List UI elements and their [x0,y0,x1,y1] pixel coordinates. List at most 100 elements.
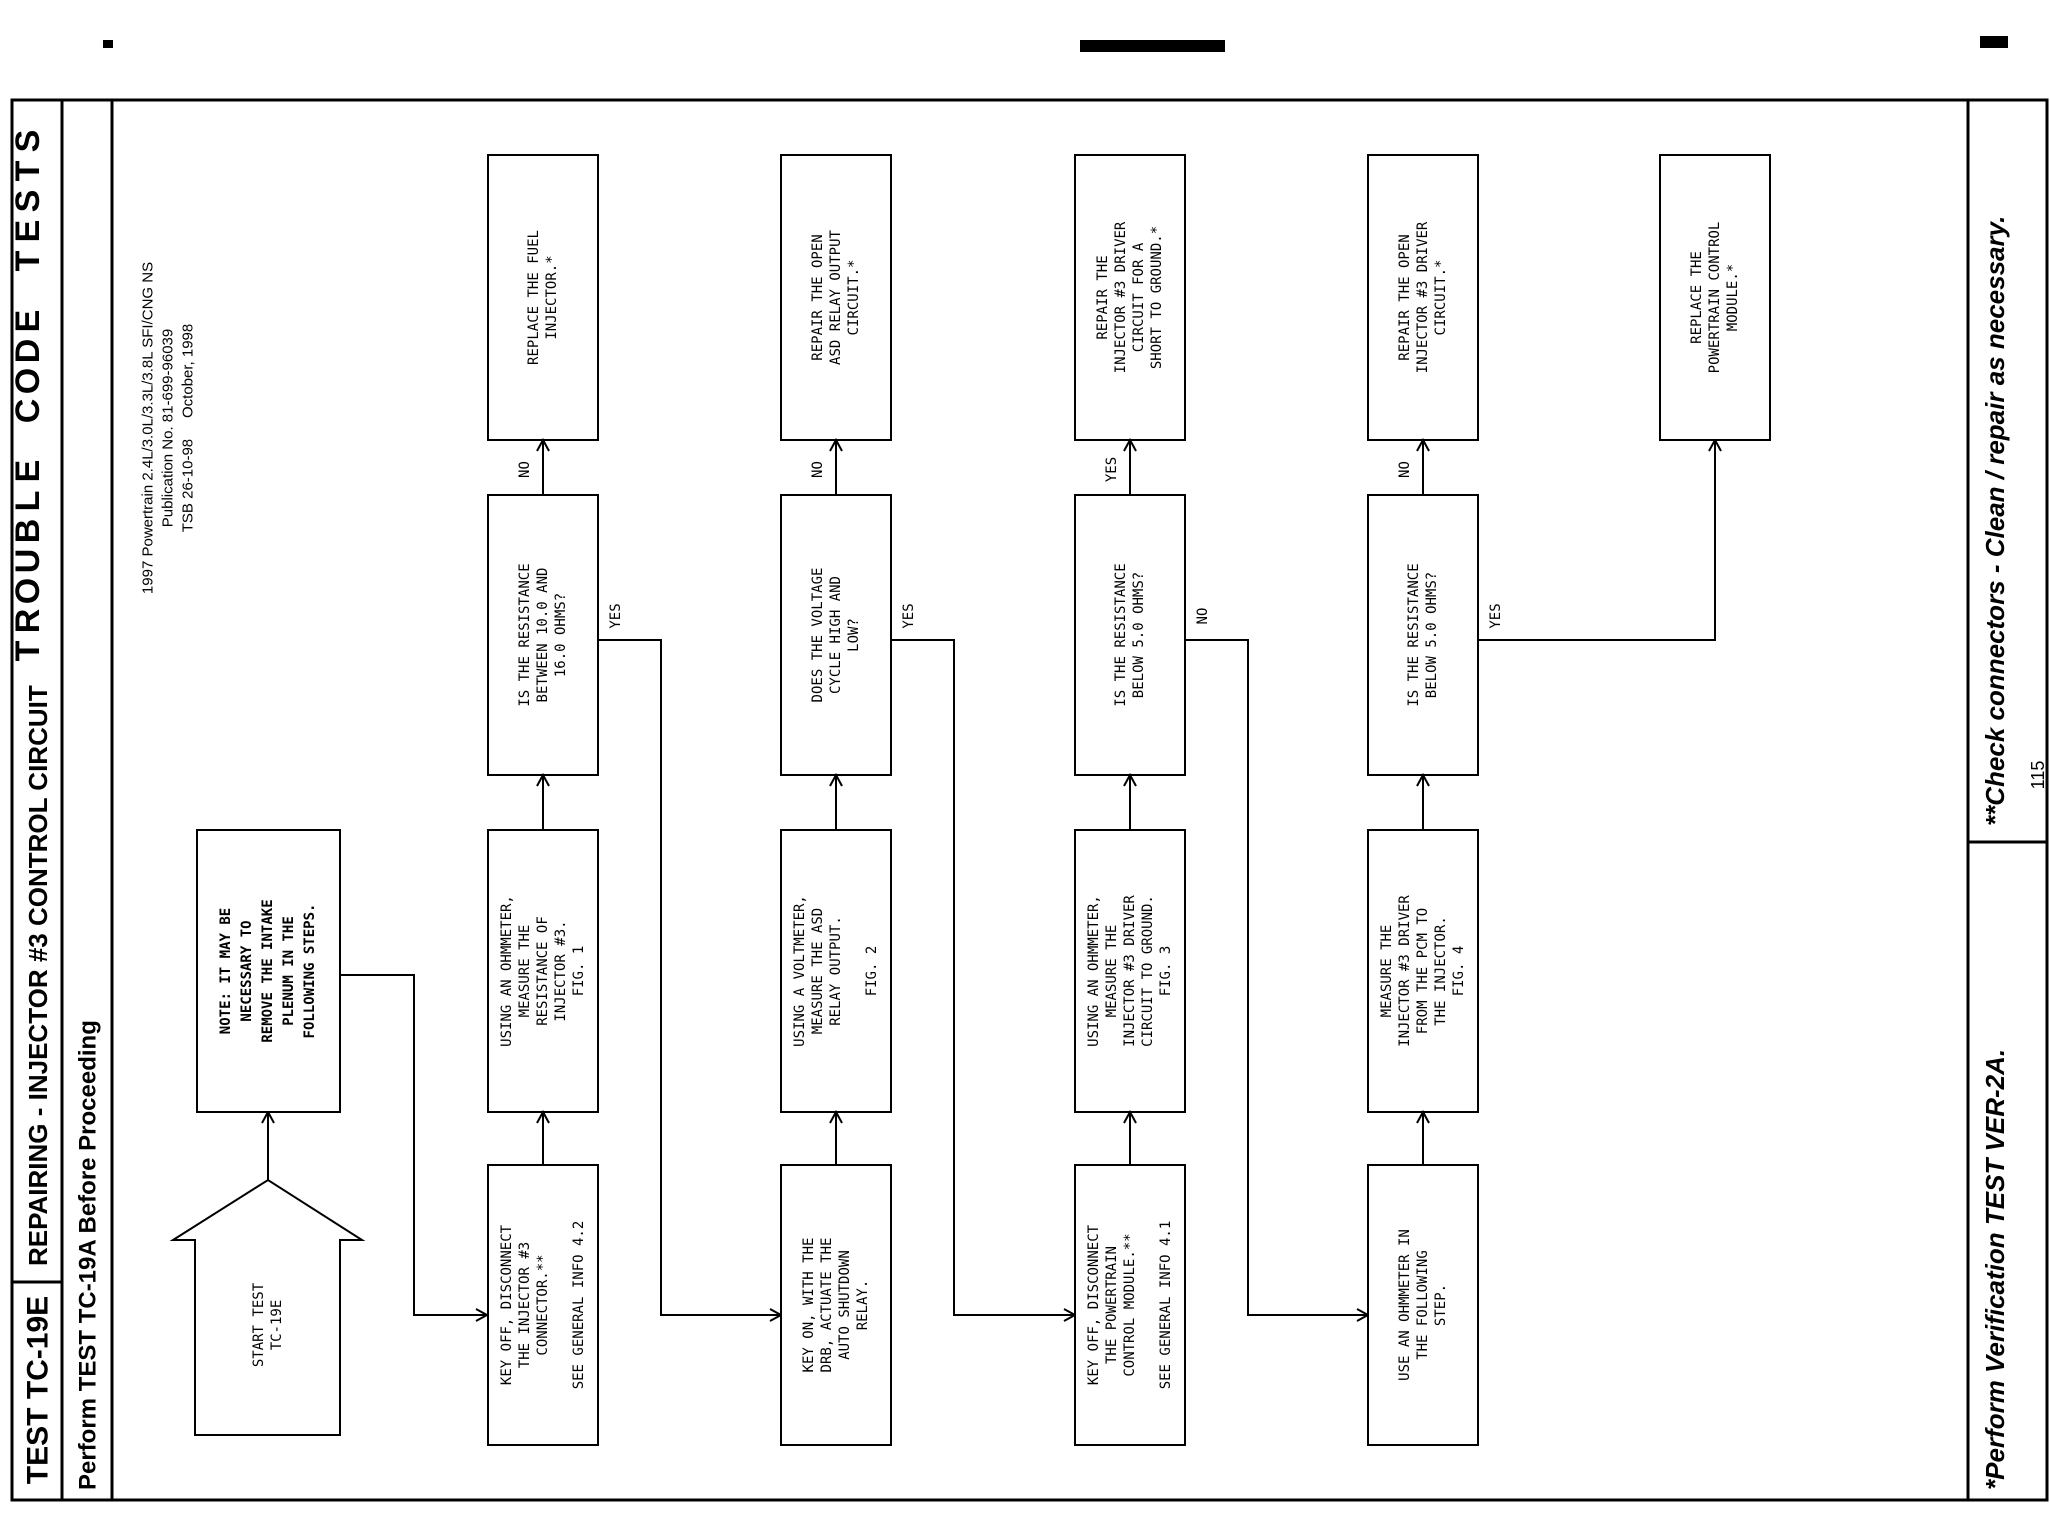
header-title-letter: T [9,249,47,272]
row-1-measure-text-line: MEASURE THE [517,925,533,1018]
header-title-letter: B [9,517,47,544]
row-3-continue-label: NO [1195,608,1211,625]
header-title-letter: S [9,188,47,213]
header-title-letter: U [9,547,47,574]
row-3-action-box [1074,1164,1186,1446]
publication-line-2: Publication No. 81-699-96039 [160,329,177,527]
header-title-letter: E [9,458,47,483]
row-2-arrowhead-action-measure [829,1109,843,1124]
header-title-letter: C [9,397,47,424]
row-3-measure-text-line: MEASURE THE [1104,925,1120,1018]
row-1-question-text-line: BETWEEN 10.0 AND [535,568,551,703]
header-title-letter: T [9,639,47,662]
row-2-action-text-line: RELAY. [855,1280,871,1331]
row-4-measure-text-line: MEASURE THE [1379,925,1395,1018]
row-2-measure-text-line: MEASURE THE ASD [810,908,826,1034]
row-3-result-box [1074,154,1186,441]
row-1-result-box [487,154,599,441]
row-3-measure-text-line: USING AN OHMMETER, [1086,895,1102,1047]
row-2-action-text-line: KEY ON, WITH THE [801,1238,817,1373]
test-title: REPAIRING - INJECTOR #3 CONTROL CIRCUIT [23,685,53,1266]
row-3-result-label: YES [1104,457,1120,482]
row-2-result-box [780,154,892,441]
row-1-measure-text-line: RESISTANCE OF [535,916,551,1026]
final-result-text-line: POWERTRAIN CONTROL [1707,222,1723,374]
row-1-action-text-line: THE INJECTOR #3 [517,1242,533,1368]
row-4-result-box [1367,154,1479,441]
row-1-action-text-line: SEE GENERAL INFO 4.2 [571,1221,587,1390]
row-2-measure-text-line: FIG. 2 [864,946,880,997]
row-1-action-text-line: CONNECTOR.** [535,1254,551,1355]
row-4-result-text-line: CIRCUIT.* [1433,260,1449,336]
header-title-letter: O [9,576,47,604]
row-3-question-text-line: BELOW 5.0 OHMS? [1131,572,1147,698]
note-text-line: PLENUM IN THE [281,916,297,1026]
row-3-result-text-line: REPAIR THE [1095,255,1111,339]
header-bar [1080,40,1225,52]
header-title-letter: D [9,337,47,364]
row-4-question-box [1367,494,1479,776]
header-title-letter: L [9,489,47,512]
row-4-result-text-line: INJECTOR #3 DRIVER [1415,221,1431,373]
row-2-action-text-line: DRB, ACTUATE THE [819,1238,835,1373]
final-result-text-line: MODULE.* [1725,264,1741,331]
row-4-question-text-line: IS THE RESISTANCE [1406,563,1422,706]
header-bar-right [1980,36,2008,48]
outer-frame [10,98,2049,1502]
row-4-action-box [1367,1164,1479,1446]
row-2-question-text-line: LOW? [846,618,862,652]
row-1-arrowhead-question-result [536,437,550,452]
row-3-measure-text-line: CIRCUIT TO GROUND. [1140,895,1156,1047]
row-1-result-label: NO [517,461,533,478]
row-3-action-text-line: SEE GENERAL INFO 4.1 [1158,1221,1174,1390]
row-3-action-text-line: THE POWERTRAIN [1104,1246,1120,1364]
row-4-action-text-line: USE AN OHMMETER IN [1397,1229,1413,1381]
test-id: TEST TC-19E [22,1296,55,1484]
row-3-question-text-line: IS THE RESISTANCE [1113,563,1129,706]
row-4-arrowhead-question-result [1416,437,1430,452]
row-3-connector-continue [1185,639,1368,1316]
row-2-arrowhead-question-result [829,437,843,452]
note-text-line: NECESSARY TO [239,920,255,1021]
row-1-question-text-line: IS THE RESISTANCE [517,563,533,706]
row-2-continue-label: YES [901,603,917,628]
connector-note-to-row1 [340,974,487,1316]
header-title-letter: E [9,308,47,333]
footer-verification-note: *Perform Verification TEST VER-2A. [1980,1049,2010,1490]
row-2-question-box [780,494,892,776]
row-4-measure-text-line: THE INJECTOR. [1433,916,1449,1026]
row-4-measure-text-line: FROM THE PCM TO [1415,908,1431,1034]
row-4-action-text-line: THE FOLLOWING [1415,1250,1431,1360]
final-result-text-line: REPLACE THE [1689,251,1705,344]
row-4-result-label: NO [1397,461,1413,478]
note-box [196,829,341,1113]
footer-connector-note: **Check connectors - Clean / repair as n… [1980,216,2010,826]
row-4-action-text-line: STEP. [1433,1284,1449,1326]
row-3-measure-text-line: FIG. 3 [1158,946,1174,997]
row-4-question-text-line: BELOW 5.0 OHMS? [1424,572,1440,698]
row-3-action-text-line: KEY OFF, DISCONNECT [1086,1224,1102,1385]
row-4-measure-box [1367,829,1479,1113]
row-4-measure-text-line: INJECTOR #3 DRIVER [1397,895,1413,1047]
row-1-result-text-line: INJECTOR.* [544,255,560,339]
row-4-result-text-line: REPAIR THE OPEN [1397,234,1413,360]
header-title-letter: S [9,128,47,153]
row-3-measure-box [1074,829,1186,1113]
row-3-question-box [1074,494,1186,776]
row-3-result-text-line: CIRCUIT FOR A [1131,242,1147,352]
note-text-line: REMOVE THE INTAKE [260,899,276,1042]
row-1-measure-text-line: USING AN OHMMETER, [499,895,515,1047]
start-test-text-line: START TEST [251,1282,267,1367]
row-4-continue-label: YES [1488,603,1504,628]
row-1-continue-label: YES [608,603,624,628]
header-title-letter: E [9,218,47,243]
final-result-box [1659,154,1771,441]
row-2-measure-text-line: RELAY OUTPUT. [828,916,844,1026]
row-3-arrowhead-measure-question [1123,772,1137,787]
row-2-question-text-line: DOES THE VOLTAGE [810,568,826,703]
row-3-action-text-line: CONTROL MODULE.** [1122,1233,1138,1376]
row-1-connector-continue [598,639,781,1316]
row-2-result-text-line: ASD RELAY OUTPUT [828,229,844,364]
